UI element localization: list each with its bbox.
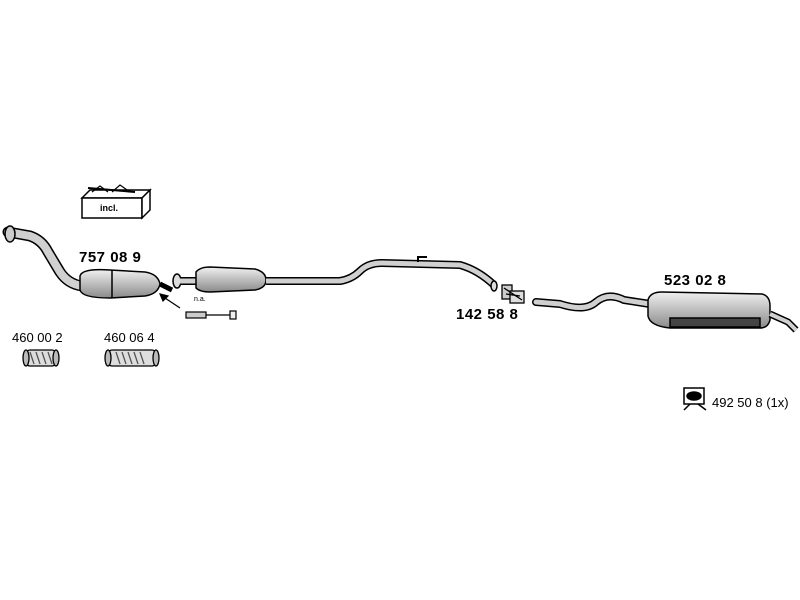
oxygen-sensor — [158, 293, 237, 320]
middle-pipe-muffler — [172, 256, 498, 293]
flex-joint-a — [22, 349, 60, 367]
flex-joint-b-part-number: 460 06 4 — [104, 330, 155, 345]
kit-included-label: incl. — [100, 203, 119, 213]
pipe-clamp — [501, 284, 525, 304]
sensor-not-available-label: n.a. — [194, 296, 206, 303]
flex-joint-a-part-number: 460 00 2 — [12, 330, 63, 345]
rear-muffler-part-number: 523 02 8 — [664, 272, 727, 289]
mounting-kit-box — [80, 184, 152, 220]
flex-joint-b — [104, 349, 160, 367]
clamp-part-number: 142 58 8 — [456, 306, 519, 323]
rubber-mount-part-number: 492 50 8 (1x) — [712, 395, 789, 410]
front-pipe-catalyst — [2, 225, 174, 299]
catalyst-part-number: 757 08 9 — [79, 249, 142, 266]
rubber-mount-icon — [683, 387, 707, 411]
rear-pipe-muffler — [532, 291, 799, 333]
